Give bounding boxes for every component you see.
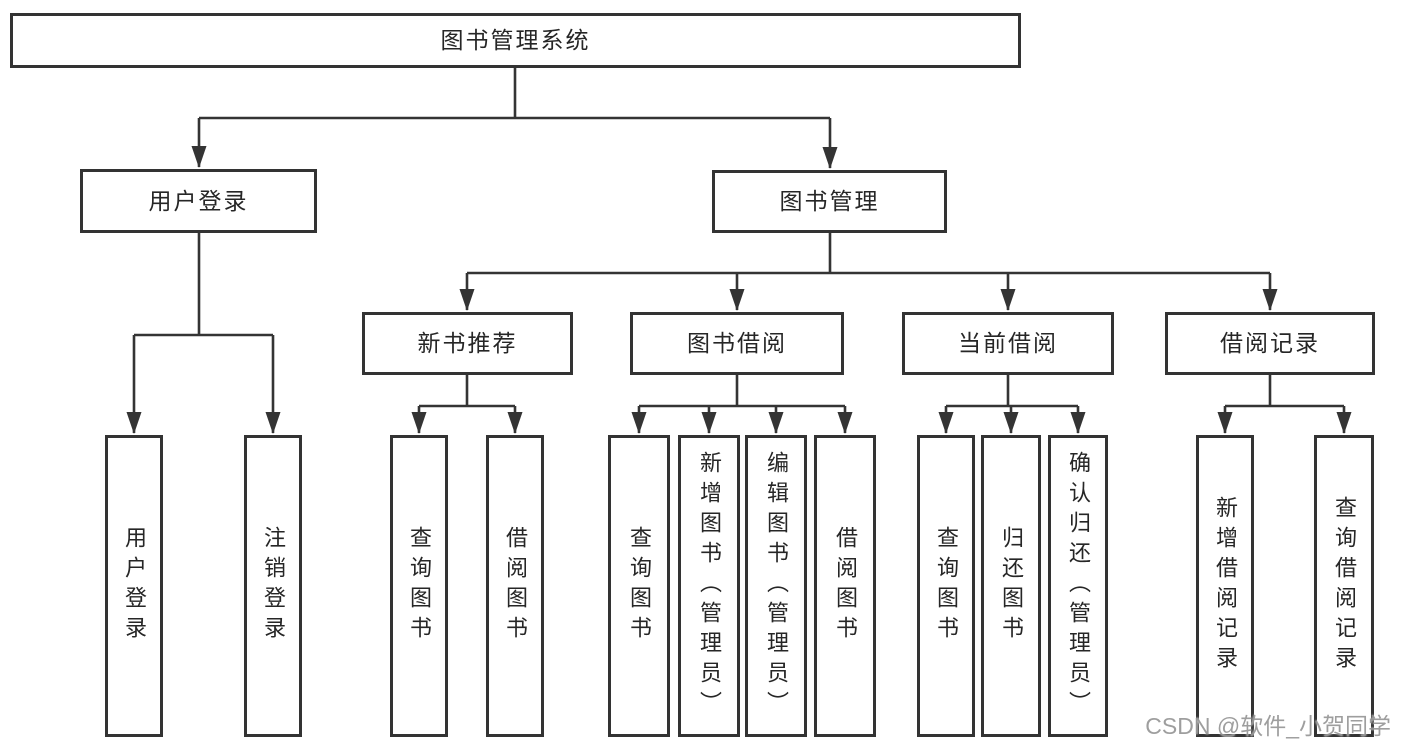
leaf-user-login: 用户登录 <box>105 435 163 737</box>
leaf-br-add-record: 新增借阅记录 <box>1196 435 1254 737</box>
leaf-cb-confirm-return-admin: 确认归还（管理员） <box>1048 435 1108 737</box>
node-new-book-recommend: 新书推荐 <box>362 312 573 375</box>
leaf-bb-edit-books-admin: 编辑图书（管理员） <box>745 435 807 737</box>
leaf-logout: 注销登录 <box>244 435 302 737</box>
leaf-cb-query-books: 查询图书 <box>917 435 975 737</box>
leaf-bb-add-books-admin: 新增图书（管理员） <box>678 435 740 737</box>
node-label: 图书借阅 <box>687 330 787 356</box>
node-label: 用户登录 <box>148 187 249 214</box>
node-label: 新书推荐 <box>417 330 518 356</box>
node-label: 新增图书（管理员） <box>697 451 722 721</box>
connector-borrow-records <box>1225 375 1344 408</box>
node-label: 新增借阅记录 <box>1213 496 1238 676</box>
node-label: 借阅记录 <box>1220 330 1320 356</box>
node-label: 查询图书 <box>627 526 652 646</box>
node-borrow-records: 借阅记录 <box>1165 312 1375 375</box>
node-label: 查询借阅记录 <box>1332 496 1357 676</box>
node-book-management: 图书管理 <box>712 170 947 233</box>
connector-user-login <box>134 233 273 337</box>
node-current-borrow: 当前借阅 <box>902 312 1114 375</box>
leaf-bb-query-books: 查询图书 <box>608 435 670 737</box>
node-user-login: 用户登录 <box>80 169 317 233</box>
connector-book-management <box>467 233 1270 275</box>
node-label: 编辑图书（管理员） <box>764 451 789 721</box>
leaf-nb-borrow-books: 借阅图书 <box>486 435 544 737</box>
node-label: 图书管理 <box>779 188 880 214</box>
node-label: 归还图书 <box>999 526 1024 646</box>
leaf-bb-borrow-books: 借阅图书 <box>814 435 876 737</box>
leaf-cb-return-books: 归还图书 <box>981 435 1041 737</box>
connector-book-borrow <box>639 375 845 408</box>
connector-new-book <box>419 375 515 408</box>
leaf-br-query-record: 查询借阅记录 <box>1314 435 1374 737</box>
node-label: 借阅图书 <box>833 526 858 646</box>
node-label: 当前借阅 <box>958 330 1058 356</box>
node-label: 注销登录 <box>261 526 286 646</box>
leaf-nb-query-books: 查询图书 <box>390 435 448 737</box>
node-book-borrow: 图书借阅 <box>630 312 844 375</box>
node-label: 确认归还（管理员） <box>1066 451 1091 721</box>
node-label: 查询图书 <box>934 526 959 646</box>
node-label: 借阅图书 <box>503 526 528 646</box>
node-library-system: 图书管理系统 <box>10 13 1021 68</box>
node-label: 查询图书 <box>407 526 432 646</box>
connector-current-borrow <box>946 375 1078 408</box>
node-label: 用户登录 <box>122 526 147 646</box>
connector-root <box>199 68 830 120</box>
watermark: CSDN @软件_小贺同学 <box>1145 713 1391 739</box>
node-label: 图书管理系统 <box>440 27 591 53</box>
